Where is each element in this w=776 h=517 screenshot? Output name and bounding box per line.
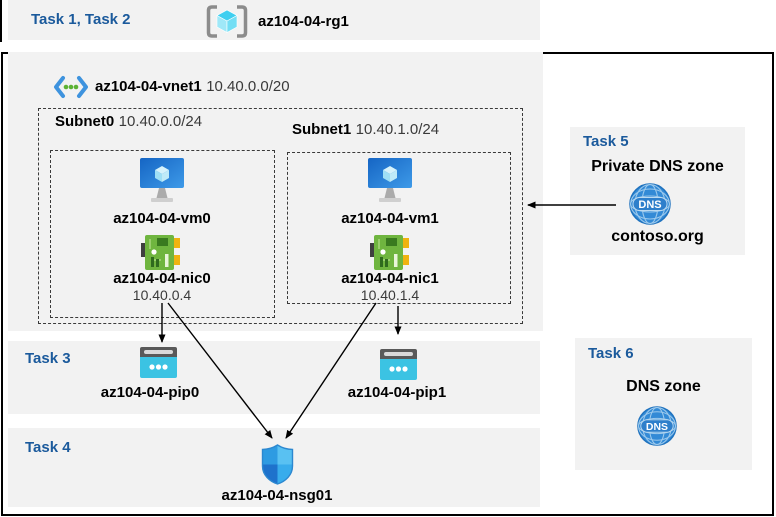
pip1-icon [380,349,417,380]
subnet1-cidr: 10.40.1.0/24 [355,121,440,138]
subnet1-box [287,152,511,304]
task3-label: Task 3 [25,350,71,367]
subnet0-cidr: 10.40.0.0/24 [118,113,203,130]
nsg0-icon [261,444,294,485]
subnets-container [38,108,523,324]
pip0-icon [140,347,177,378]
subnet1-title: Subnet1 10.40.1.0/24 [292,121,439,139]
task5-label: Task 5 [583,133,629,150]
nic0-ip: 10.40.0.4 [132,287,192,303]
vnet-icon [54,76,88,98]
task12-band: Task 1, Task 2 az104-04-rg1 [8,0,540,40]
resource-group-name: az104-04-rg1 [258,13,349,30]
task6-label: Task 6 [588,345,634,362]
resource-group-icon [206,5,248,38]
vm1-label: az104-04-vm1 [341,210,439,227]
pip1-label: az104-04-pip1 [347,384,447,401]
nic0-label: az104-04-nic0 [113,270,211,287]
task5-title: Private DNS zone [591,158,724,175]
vnet-cidr: 10.40.0.0/20 [206,78,290,95]
task5-zone-name: contoso.org [611,228,704,245]
task5-box: Task 5 Private DNS zone DNS contoso.org [570,127,745,255]
vnet-name: az104-04-vnet1 [95,78,202,95]
task4-label: Task 4 [25,439,71,456]
task12-label: Task 1, Task 2 [31,11,131,28]
vnet-band [8,52,543,331]
pip0-label: az104-04-pip0 [100,384,200,401]
task6-title: DNS zone [626,378,701,395]
task3-band: Task 3 [8,341,540,414]
dns-zone-icon: DNS [637,406,677,446]
subnet0-name: Subnet0 [55,113,115,130]
private-dns-icon-text: DNS [638,199,661,211]
vm0-label: az104-04-vm0 [113,210,211,227]
subnet1-name: Subnet1 [292,121,352,138]
nic0-icon [141,235,180,270]
subnet0-title: Subnet0 10.40.0.0/24 [55,113,202,131]
dns-zone-icon-text: DNS [646,422,668,433]
private-dns-icon: DNS [629,183,671,225]
vnet-title: az104-04-vnet1 10.40.0.0/20 [95,78,290,96]
task6-box: Task 6 DNS zone DNS [575,338,752,470]
vm1-icon [368,158,412,202]
nic1-label: az104-04-nic1 [341,270,439,287]
outer-border-stub [0,0,2,42]
nsg0-label: az104-04-nsg01 [221,487,333,504]
vm0-icon [140,158,184,202]
nic1-icon [370,235,409,270]
nic1-ip: 10.40.1.4 [360,287,420,303]
